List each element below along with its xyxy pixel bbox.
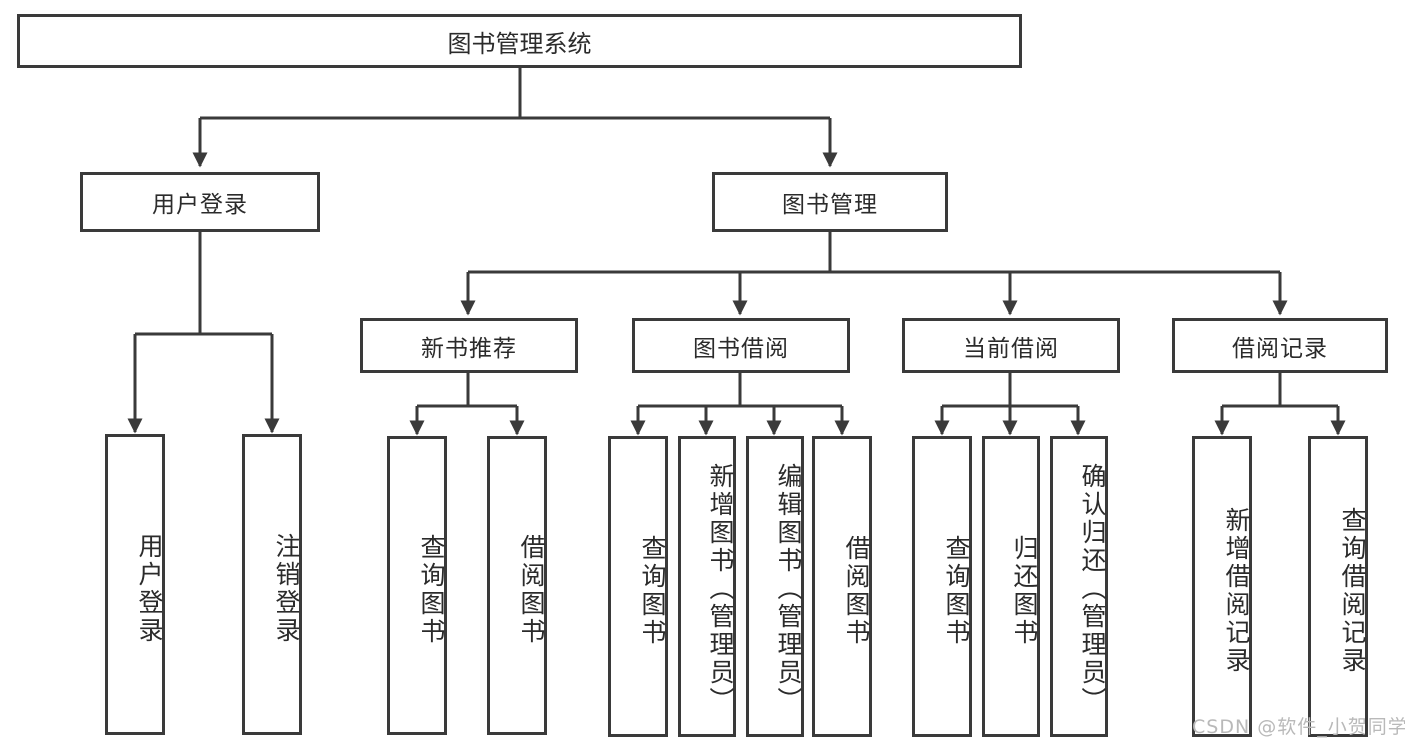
watermark: CSDN @软件_小贺同学	[1192, 716, 1405, 738]
node-leaf-borrow-book-label: 借阅图书	[842, 534, 871, 647]
node-leaf-user-logout-label: 注销登录	[272, 532, 301, 645]
node-new-book-recommend-label: 新书推荐	[421, 335, 517, 362]
node-leaf-borrow-book[interactable]: 借阅图书	[812, 436, 872, 737]
node-user-login-label: 用户登录	[152, 192, 248, 218]
node-leaf-query-book[interactable]: 查询图书	[608, 436, 668, 737]
node-book-management[interactable]: 图书管理	[712, 172, 948, 232]
node-leaf-confirm-return-label: 确认归还（管理员）	[1078, 462, 1107, 715]
node-leaf-add-borrow-record-label: 新增借阅记录	[1222, 506, 1251, 675]
node-leaf-user-login-label: 用户登录	[135, 532, 164, 645]
node-leaf-edit-book-label: 编辑图书（管理员）	[774, 462, 803, 715]
node-book-borrow[interactable]: 图书借阅	[632, 318, 850, 373]
node-leaf-return-book-label: 归还图书	[1010, 534, 1039, 647]
node-leaf-add-book[interactable]: 新增图书（管理员）	[678, 436, 736, 737]
node-current-borrow-label: 当前借阅	[963, 335, 1059, 362]
node-leaf-query-borrow-record-label: 查询借阅记录	[1338, 506, 1367, 675]
node-root-label: 图书管理系统	[447, 29, 592, 58]
node-leaf-confirm-return[interactable]: 确认归还（管理员）	[1050, 436, 1108, 737]
node-leaf-query-borrow-record[interactable]: 查询借阅记录	[1308, 436, 1368, 737]
node-new-book-recommend[interactable]: 新书推荐	[360, 318, 578, 373]
node-book-borrow-label: 图书借阅	[693, 335, 789, 362]
node-book-management-label: 图书管理	[782, 192, 878, 218]
node-borrow-record-label: 借阅记录	[1232, 335, 1328, 362]
node-leaf-user-logout[interactable]: 注销登录	[242, 434, 302, 735]
node-leaf-query-book-current-label: 查询图书	[942, 534, 971, 647]
node-leaf-borrow-book-recommend[interactable]: 借阅图书	[487, 436, 547, 735]
node-current-borrow[interactable]: 当前借阅	[902, 318, 1120, 373]
node-leaf-add-book-label: 新增图书（管理员）	[706, 462, 735, 715]
node-leaf-add-borrow-record[interactable]: 新增借阅记录	[1192, 436, 1252, 737]
node-leaf-edit-book[interactable]: 编辑图书（管理员）	[746, 436, 804, 737]
node-leaf-query-book-label: 查询图书	[638, 534, 667, 647]
node-root[interactable]: 图书管理系统	[17, 14, 1022, 68]
node-borrow-record[interactable]: 借阅记录	[1172, 318, 1388, 373]
node-leaf-query-book-recommend-label: 查询图书	[417, 533, 446, 646]
node-leaf-query-book-current[interactable]: 查询图书	[912, 436, 972, 737]
node-leaf-user-login[interactable]: 用户登录	[105, 434, 165, 735]
node-user-login[interactable]: 用户登录	[80, 172, 320, 232]
node-leaf-borrow-book-recommend-label: 借阅图书	[517, 533, 546, 646]
node-leaf-query-book-recommend[interactable]: 查询图书	[387, 436, 447, 735]
node-leaf-return-book[interactable]: 归还图书	[982, 436, 1040, 737]
